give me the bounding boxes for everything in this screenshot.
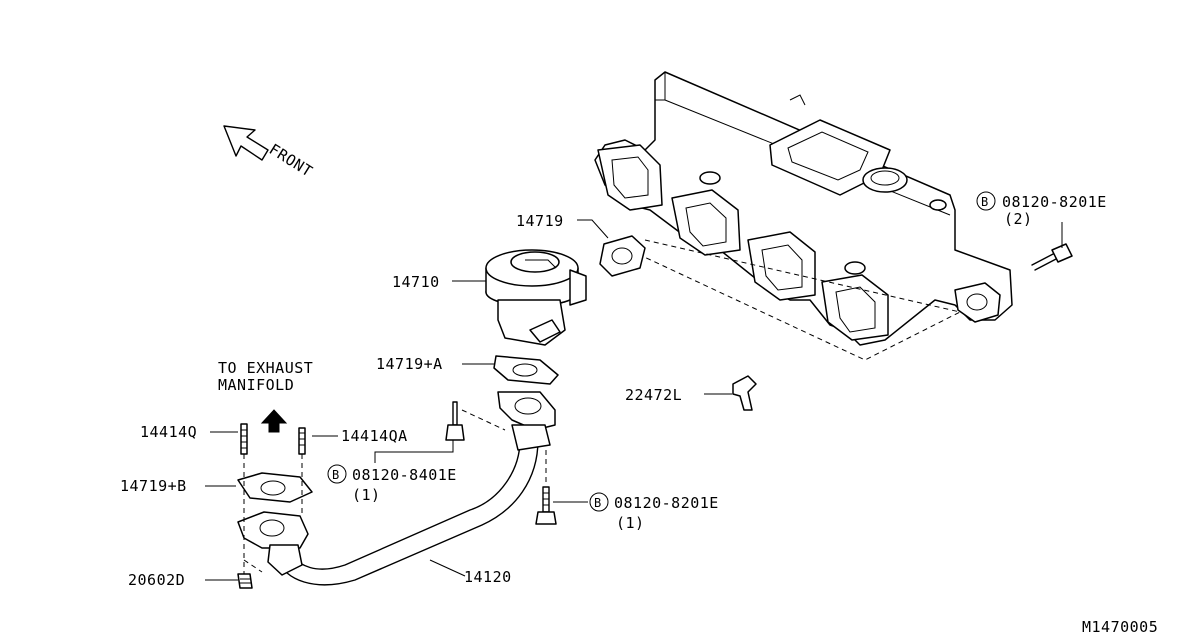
bolt-mid-code: 08120-8401E: [352, 466, 457, 484]
bolt-low-symbol: B: [594, 496, 602, 510]
bolt-low-code: 08120-8201E: [614, 494, 719, 512]
bolt-top: [1031, 243, 1073, 271]
bolt-mid-leader: [374, 440, 454, 463]
egr-valve: [485, 249, 587, 346]
p14414QA-label: 14414QA: [341, 427, 408, 445]
bolt-badge-icon-mid: [327, 464, 347, 484]
bolt-mid-symbol: B: [332, 468, 340, 482]
p14719B-label: 14719+B: [120, 477, 187, 495]
bolt-low: [535, 486, 557, 525]
bracket-22472L: [732, 375, 757, 411]
bolt-mid-qty: (1): [352, 486, 381, 504]
p14414Q-label: 14414Q: [140, 423, 197, 441]
gasket-14719B: [237, 472, 313, 503]
stud-14414Q: [240, 423, 248, 455]
p14719A-label: 14719+A: [376, 355, 443, 373]
stud-guides: [243, 454, 303, 578]
intake-manifold: [594, 71, 1013, 346]
to-exhaust-line2: MANIFOLD: [218, 376, 294, 394]
p14710-label: 14710: [392, 273, 440, 291]
mounting-guide-line: [639, 239, 962, 361]
front-label: FRONT: [266, 140, 316, 181]
bolt-badge-icon-low: [589, 492, 609, 512]
p14719-leader: [577, 219, 609, 239]
bolt-mid-guide: [461, 409, 506, 431]
bolt-mid: [445, 401, 465, 441]
bolt-badge-icon: [976, 191, 996, 211]
figure-code: M1470005: [1082, 618, 1158, 636]
bolt-top-code: 08120-8201E: [1002, 193, 1107, 211]
bolt-top-symbol: B: [981, 195, 989, 209]
bolt-low-qty: (1): [616, 514, 645, 532]
bolt-top-qty: (2): [1004, 210, 1033, 228]
to-exhaust-line1: TO EXHAUST: [218, 359, 313, 377]
exhaust-up-arrow-icon: [260, 409, 288, 433]
p22472L-label: 22472L: [625, 386, 682, 404]
p14120-leader: [429, 559, 466, 577]
p14719-label: 14719: [516, 212, 564, 230]
stud-14414QA: [298, 427, 306, 455]
nut-20602D: [237, 573, 253, 589]
front-arrow-icon: [223, 125, 269, 161]
egr-tube-14120: [237, 391, 556, 586]
gasket-14719A: [493, 355, 559, 385]
p14120-label: 14120: [464, 568, 512, 586]
gasket-14719: [599, 235, 646, 277]
p20602D-label: 20602D: [128, 571, 185, 589]
